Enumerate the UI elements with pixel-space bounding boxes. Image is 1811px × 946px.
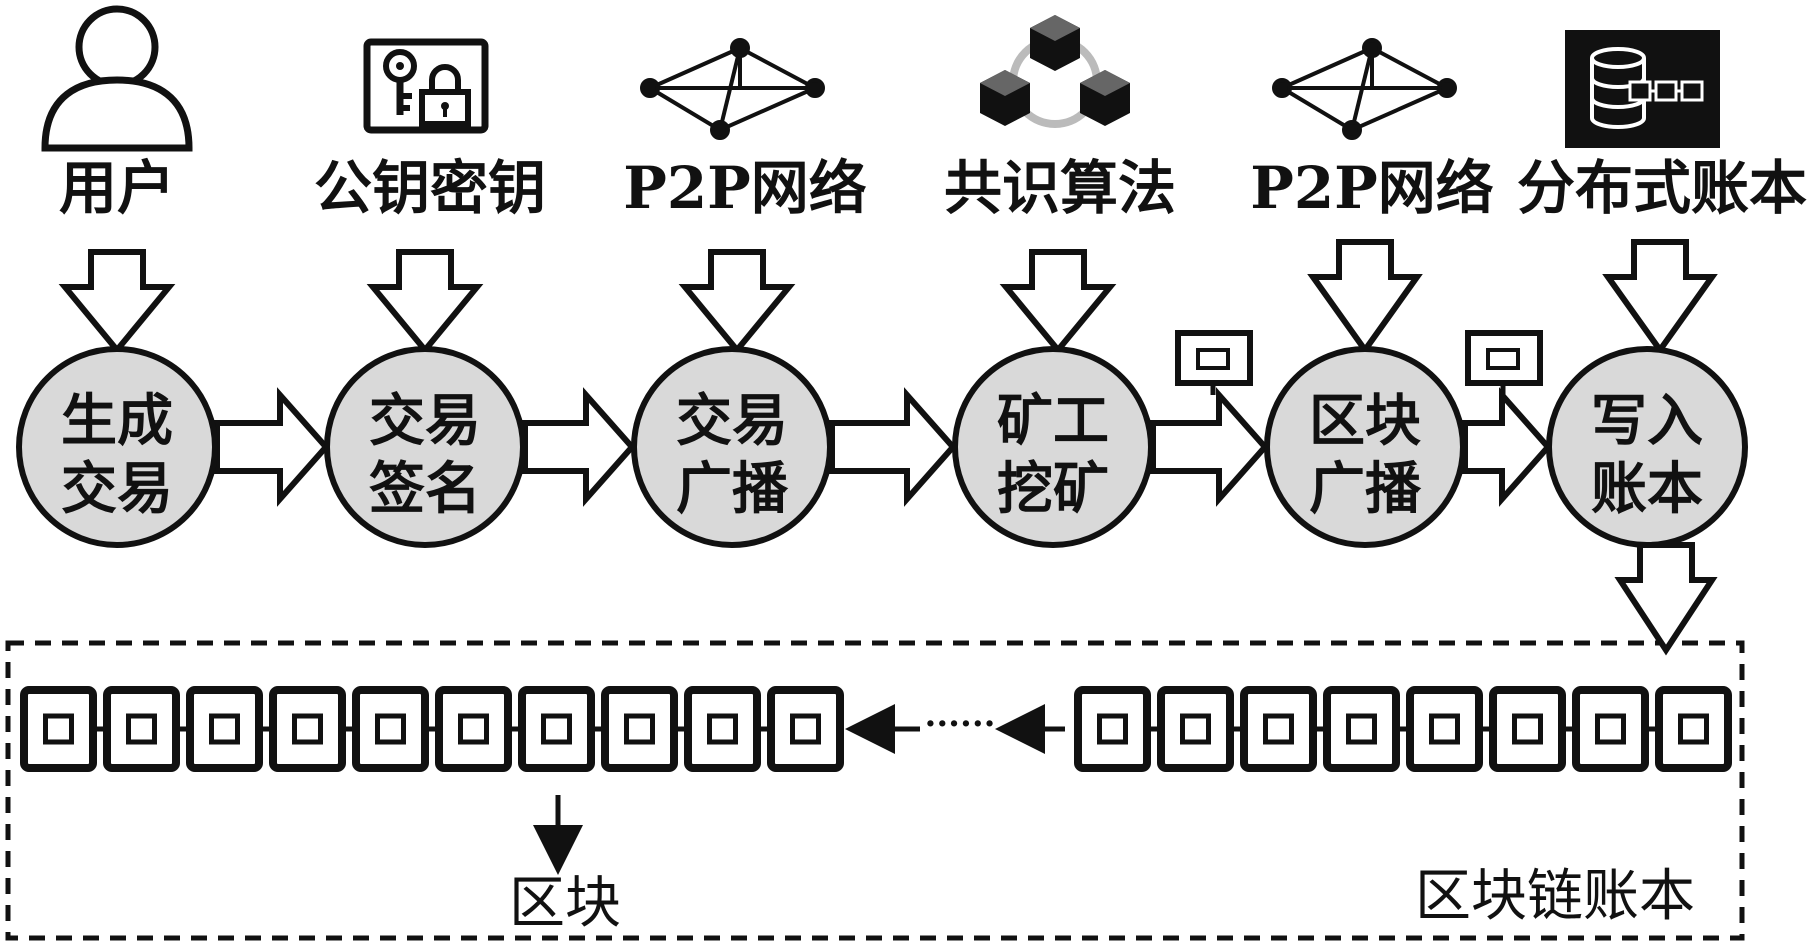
chain-block-inner: [43, 713, 74, 745]
top-label-ledger: 分布式账本: [1517, 154, 1807, 222]
chain-block-inner: [1263, 713, 1294, 745]
distributed-ledger-icon: [1565, 30, 1720, 148]
step-node: 写入 账本: [1546, 346, 1748, 548]
step-label-line1: 交易: [676, 388, 788, 454]
chain-block-inner: [1678, 713, 1709, 745]
monitor-icon: [1175, 330, 1253, 395]
down-arrow: [1307, 239, 1423, 356]
down-arrow: [366, 249, 484, 355]
step-label-line2: 广播: [1309, 456, 1422, 522]
chain-block-inner: [292, 713, 323, 745]
step-label-line2: 签名: [369, 456, 481, 522]
step-label-line1: 矿工: [997, 388, 1109, 454]
step-label-line2: 挖矿: [997, 456, 1109, 522]
down-arrow: [999, 249, 1117, 355]
step-label-line1: 写入: [1591, 388, 1703, 454]
chain-block-inner: [126, 713, 157, 745]
chain-block-inner: [1595, 713, 1626, 745]
step-label-line1: 区块: [1309, 388, 1421, 454]
key-lock-icon: [363, 38, 489, 134]
chain-block-inner: [1512, 713, 1543, 745]
down-arrow: [1602, 239, 1718, 356]
right-arrow: [214, 387, 331, 507]
block-chain-right: [1074, 686, 1732, 772]
down-arrow: [58, 249, 176, 355]
right-arrow: [1150, 387, 1270, 507]
top-label-p2p-1: P2P网络: [623, 154, 867, 222]
consensus-cubes-icon: [980, 15, 1130, 128]
chain-ellipsis: ······: [924, 704, 995, 744]
chain-block-inner: [209, 713, 240, 745]
p2p-network-icon: [640, 38, 825, 140]
chain-block-inner: [1429, 713, 1460, 745]
step-node: 矿工 挖矿: [952, 346, 1154, 548]
top-label-user: 用户: [59, 154, 175, 222]
right-arrow: [1462, 387, 1553, 507]
step-node: 区块 广播: [1264, 346, 1466, 548]
top-label-consensus: 共识算法: [944, 154, 1176, 222]
chain-block-inner: [790, 713, 821, 745]
right-arrow: [522, 387, 637, 507]
step-label-line1: 交易: [369, 388, 481, 454]
step-label-line2: 广播: [676, 456, 789, 522]
top-label-keys: 公钥密钥: [314, 154, 546, 222]
p2p-network-icon: [1272, 38, 1457, 140]
step-node: 生成 交易: [16, 346, 218, 548]
chain-block-inner: [1097, 713, 1128, 745]
chain-block-inner: [458, 713, 489, 745]
chain-block-inner: [624, 713, 655, 745]
user-icon: [41, 5, 193, 152]
chain-block-inner: [1346, 713, 1377, 745]
monitor-icon: [1465, 330, 1543, 395]
chain-block-inner: [541, 713, 572, 745]
step-label-line2: 交易: [61, 456, 173, 522]
ledger-title: 区块链账本: [1415, 864, 1695, 929]
step-node: 交易 广播: [631, 346, 833, 548]
step-label-line1: 生成: [61, 388, 173, 454]
right-arrow: [829, 387, 958, 507]
ledger-entry-arrow: [1614, 542, 1718, 656]
chain-block-inner: [707, 713, 738, 745]
block-chain-left: [20, 686, 844, 772]
chain-block-inner: [375, 713, 406, 745]
chain-block-inner: [1180, 713, 1211, 745]
block-label: 区块: [509, 871, 621, 936]
down-arrow: [678, 249, 796, 355]
step-node: 交易 签名: [324, 346, 526, 548]
ledger-dashed-box: [5, 640, 1745, 941]
top-label-p2p-2: P2P网络: [1250, 154, 1494, 222]
step-label-line2: 账本: [1591, 456, 1703, 522]
